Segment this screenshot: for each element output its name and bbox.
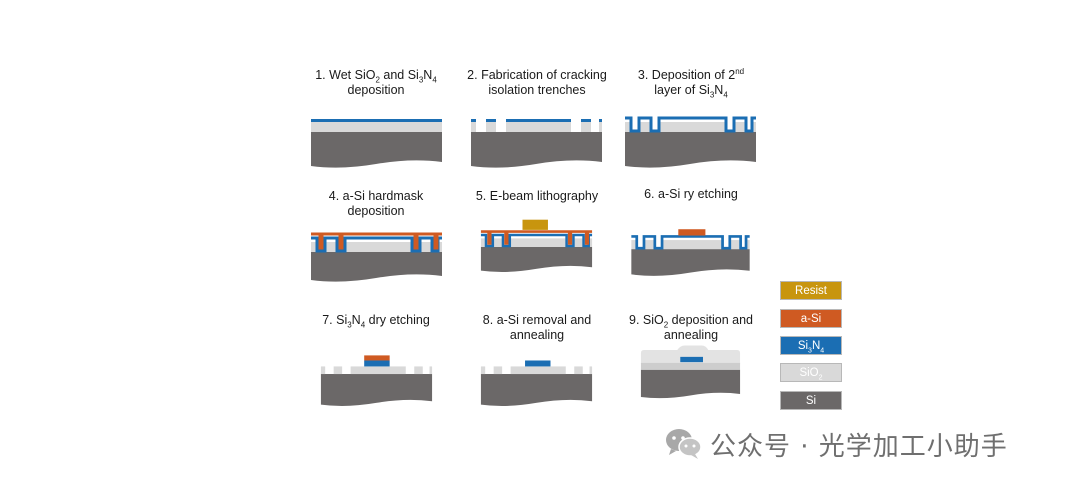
sio2-islands	[480, 366, 593, 375]
step-1-diagram	[311, 119, 442, 168]
si3n4-conformal-layer	[480, 233, 593, 248]
step-5-diagram	[480, 219, 593, 272]
step-2-diagram	[471, 119, 602, 168]
sio2-layer	[311, 122, 442, 132]
step-8-diagram	[480, 360, 593, 406]
si-substrate	[471, 132, 602, 168]
step-5-title: 5. E-beam lithography	[475, 189, 599, 203]
a-si-hardmask-layer	[311, 232, 442, 250]
legend-si3n4: Si3N4	[780, 336, 842, 355]
step-7-title: 7. Si3N4 dry etching	[322, 313, 430, 330]
si-substrate	[631, 249, 750, 276]
si-substrate	[480, 374, 593, 406]
watermark: 公众号 · 光学加工小助手	[664, 426, 1008, 462]
si3n4-waveguide	[680, 356, 703, 363]
step-3-title: 3. Deposition of 2nd layer of Si3N4	[637, 66, 745, 100]
step-9-title: 9. SiO2 deposition and annealing	[629, 313, 753, 342]
legend-a-si: a-Si	[780, 309, 842, 328]
legend-sio2: SiO2	[780, 363, 842, 382]
step-7-diagram	[320, 355, 433, 406]
si3n4-waveguide	[364, 360, 390, 367]
step-3-diagram	[625, 116, 756, 168]
step-6-diagram	[631, 229, 750, 276]
step-1-title: 1. Wet SiO2 and Si3N4 deposition	[315, 68, 437, 97]
a-si-mask	[364, 355, 390, 361]
sio2-islands	[320, 366, 433, 375]
si3n4-islands	[471, 119, 602, 122]
sio2-islands	[631, 240, 750, 250]
step-4-diagram	[311, 232, 442, 282]
a-si-hardmask-layer	[480, 230, 593, 245]
si-substrate	[625, 132, 756, 168]
si-substrate	[311, 132, 442, 168]
sio2-islands	[311, 242, 442, 252]
legend-si: Si	[780, 391, 842, 410]
si-substrate	[311, 252, 442, 282]
sio2-islands	[480, 238, 593, 247]
si-substrate	[640, 369, 741, 399]
wechat-icon	[666, 429, 702, 459]
si3n4-conformal-layer	[625, 116, 756, 133]
watermark-text: 公众号 · 光学加工小助手	[710, 431, 1008, 462]
si3n4-layer	[311, 119, 442, 122]
si3n4-conformal-layer	[311, 236, 442, 253]
si-substrate	[320, 374, 433, 406]
si3n4-waveguide	[525, 360, 551, 367]
step-6-title: 6. a-Si ry etching	[644, 187, 738, 201]
sio2-lower-layer	[640, 362, 741, 370]
resist-block	[522, 219, 548, 230]
legend-resist: Resist	[780, 281, 842, 300]
sio2-islands	[471, 122, 602, 132]
si-substrate	[480, 246, 593, 272]
a-si-mask	[678, 229, 706, 236]
sio2-islands	[625, 122, 756, 132]
si3n4-conformal-layer	[631, 235, 750, 250]
sio2-cladding	[640, 345, 741, 364]
step-9-diagram	[640, 345, 741, 399]
